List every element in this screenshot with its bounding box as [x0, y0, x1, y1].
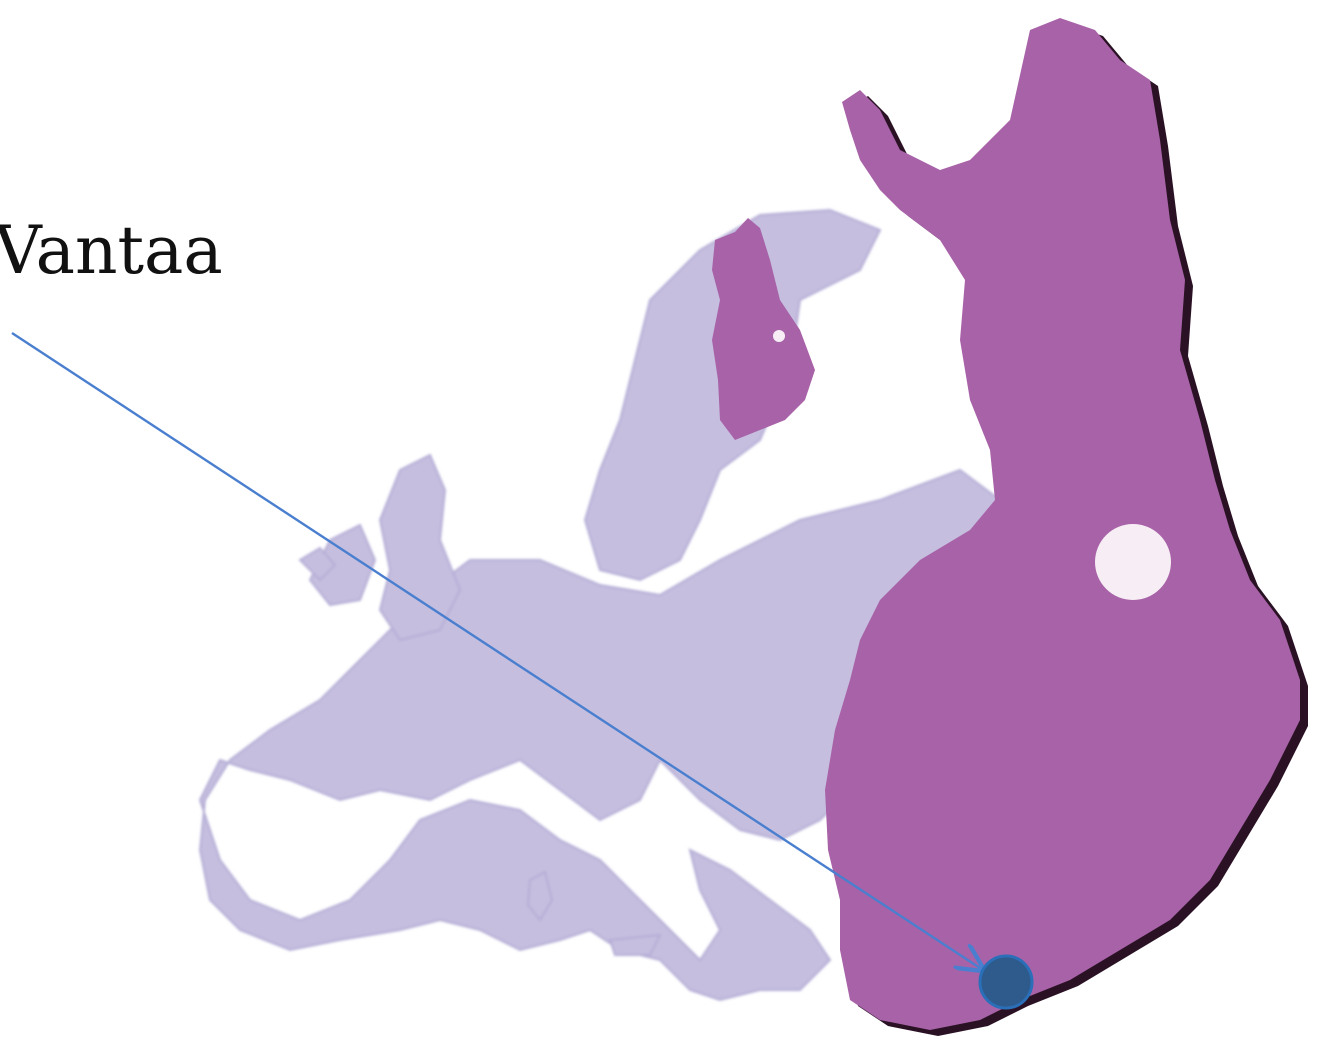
british-isles-shape — [378, 453, 462, 642]
city-label: Vantaa — [0, 212, 223, 289]
pointer-arrow — [11, 331, 983, 970]
circle-marker-icon — [1095, 524, 1171, 600]
ireland-shape — [308, 523, 377, 607]
mediterranean-islands — [526, 870, 662, 956]
finland-inset-dot — [773, 330, 785, 342]
location-dot-icon[interactable] — [978, 954, 1034, 1010]
finland-shape — [825, 18, 1300, 1030]
finland-inset-shape — [712, 218, 815, 440]
islands-shape — [298, 546, 337, 582]
